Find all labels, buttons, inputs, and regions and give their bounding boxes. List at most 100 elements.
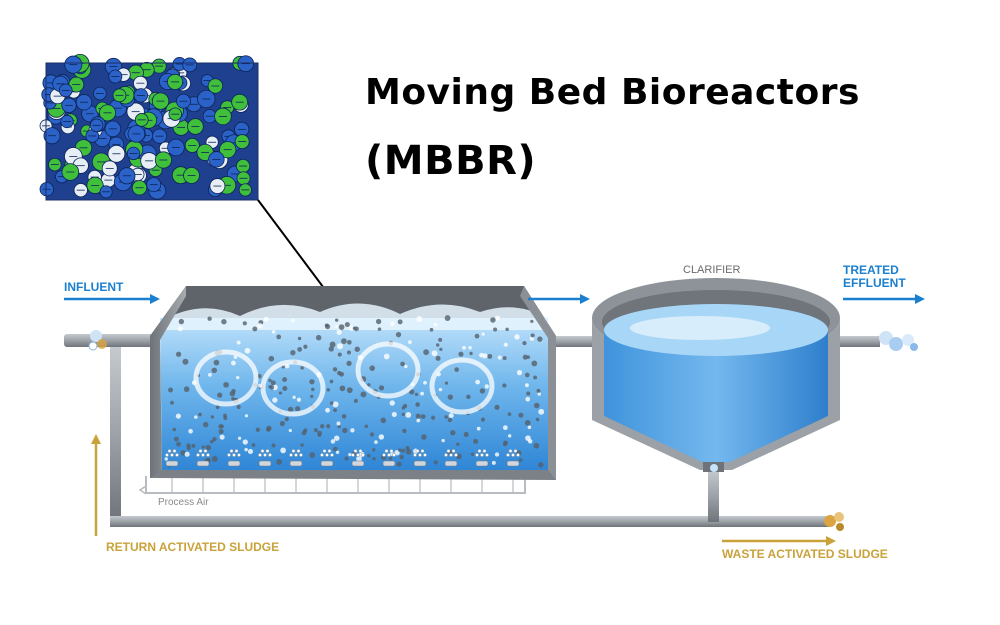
carrier-dot <box>268 378 272 383</box>
waste-sludge-label: WASTE ACTIVATED SLUDGE <box>722 547 888 561</box>
diffuser-icon <box>196 449 210 467</box>
carrier-dot <box>475 379 480 385</box>
carrier-dot <box>522 341 527 346</box>
carrier-dot <box>378 434 385 440</box>
carrier-dot <box>211 367 218 374</box>
carrier-dot <box>394 450 400 456</box>
carrier-piece <box>236 171 251 186</box>
carrier-dot <box>494 452 500 457</box>
carrier-dot <box>377 327 382 331</box>
carrier-piece <box>140 152 158 170</box>
carrier-dot <box>522 354 528 360</box>
carrier-dot <box>503 342 508 347</box>
diffuser-icon <box>165 449 179 467</box>
carrier-dot <box>175 413 181 419</box>
carrier-piece <box>238 183 252 197</box>
carrier-dot <box>231 397 235 401</box>
carrier-dot <box>529 336 535 341</box>
carrier-dot <box>341 338 347 345</box>
carrier-dot <box>448 413 454 419</box>
return-sludge-label: RETURN ACTIVATED SLUDGE <box>106 540 280 554</box>
carrier-dot <box>518 458 523 462</box>
effluent-splash-icon <box>879 331 918 351</box>
process-air-arrow-icon <box>138 485 147 495</box>
carrier-dot <box>311 387 315 392</box>
carrier-dot <box>291 319 295 323</box>
carrier-dot <box>201 445 205 449</box>
carrier-media-photo <box>39 53 259 201</box>
carrier-dot <box>231 360 236 366</box>
carrier-dot <box>438 337 443 342</box>
carrier-dot <box>493 327 498 332</box>
pipes <box>64 334 880 527</box>
return-pipe-vertical <box>110 347 121 522</box>
carrier-dot <box>251 443 256 447</box>
carrier-dot <box>223 416 228 421</box>
carrier-piece <box>214 107 232 126</box>
carrier-piece <box>151 128 168 144</box>
carrier-dot <box>333 408 337 413</box>
carrier-dot <box>263 316 269 322</box>
carrier-dot <box>533 375 538 380</box>
carrier-dot <box>326 388 330 392</box>
carrier-dot <box>350 428 355 433</box>
carrier-dot <box>372 456 376 461</box>
carrier-dot <box>208 372 212 377</box>
carrier-dot <box>480 417 486 422</box>
carrier-dot <box>219 434 225 440</box>
carrier-piece <box>197 89 216 109</box>
carrier-dot <box>537 336 543 342</box>
carrier-dot <box>300 366 304 370</box>
treated-effluent-line1: TREATED <box>843 263 899 277</box>
carrier-dot <box>295 406 301 412</box>
carrier-dot <box>421 434 427 440</box>
carrier-dot <box>439 347 443 352</box>
carrier-dot <box>391 411 397 418</box>
diffuser-icon <box>320 449 334 467</box>
carrier-dot <box>168 387 174 393</box>
carrier-piece <box>231 93 249 111</box>
carrier-dot <box>416 418 421 423</box>
carrier-piece <box>208 151 225 168</box>
carrier-piece <box>107 144 126 163</box>
page-subtitle: (MBBR) <box>365 138 537 184</box>
carrier-dot <box>423 349 429 356</box>
carrier-dot <box>336 343 343 350</box>
carrier-dot <box>269 385 275 390</box>
carrier-dot <box>236 340 241 345</box>
carrier-dot <box>271 330 276 334</box>
mbbr-tank <box>150 286 556 480</box>
carrier-piece <box>209 178 226 194</box>
carrier-dot <box>479 388 486 394</box>
carrier-dot <box>462 345 466 350</box>
carrier-dot <box>335 324 339 329</box>
carrier-piece <box>108 69 123 84</box>
carrier-dot <box>524 383 529 388</box>
carrier-dot <box>303 428 308 433</box>
diffuser-icon <box>258 449 272 467</box>
mid-flow-arrow-icon <box>528 294 590 304</box>
carrier-dot <box>388 456 393 461</box>
carrier-dot <box>420 414 426 420</box>
carrier-dot <box>342 427 348 434</box>
carrier-dot <box>334 318 339 322</box>
carrier-dot <box>194 415 198 419</box>
carrier-dot <box>423 380 427 385</box>
carrier-dot <box>420 391 424 396</box>
water-surface <box>160 303 548 330</box>
carrier-dot <box>369 365 375 371</box>
carrier-piece <box>73 183 88 198</box>
air-header-line <box>145 476 526 494</box>
carrier-piece <box>235 158 251 174</box>
carrier-dot <box>326 424 331 429</box>
carrier-dot <box>344 321 350 328</box>
carrier-dot <box>288 428 292 433</box>
carrier-dot <box>525 396 531 402</box>
carrier-dot <box>244 447 248 452</box>
carrier-dot <box>182 358 189 365</box>
effluent-pipe <box>832 336 880 347</box>
carrier-dot <box>210 415 215 419</box>
carrier-dot <box>447 417 453 423</box>
return-sludge-arrow-icon <box>91 434 101 536</box>
carrier-dot <box>172 427 177 432</box>
